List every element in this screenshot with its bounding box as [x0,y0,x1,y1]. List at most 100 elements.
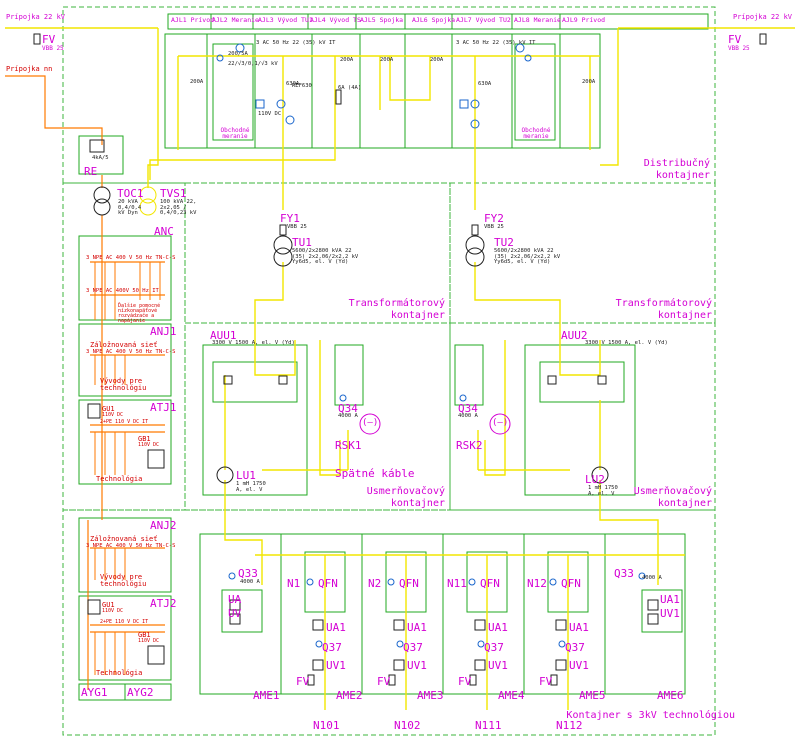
auu2-label: AUU2 [561,329,588,342]
ame1-q33-sub: 4000 A [240,579,260,585]
fy1-label: FY1 [280,212,300,225]
header-cell-5: AJL5 Spojka [360,16,404,24]
ame5-ua1-label: UA1 [569,621,589,634]
ame2-ua1-label: UA1 [326,621,346,634]
atj2-bus: 2+PE 110 V DC IT [100,619,149,625]
atj2-gb-sub: 110V DC [138,638,160,644]
supply-right-label: Prípojka 22 kV [733,13,793,21]
anc-bus2: 3 NPE AC 400V 50 Hz IT [86,288,159,294]
header-cell-6: AJL6 Spojka [412,16,456,24]
label-sw4: 200A [430,57,444,63]
q34-left-label: Q34 [338,402,358,415]
ame5-uv1-label: UV1 [569,659,589,672]
ame3-qfn-label: QFN [399,577,419,590]
atj1-gu: GU1 [102,405,115,413]
fy2-sub: VBB 25 [484,224,504,230]
label-relay: REF630 [292,83,312,89]
zone-rectifier-right: Usmerňovačový kontajner [633,486,712,509]
atj2-gb: GB1 [138,631,151,639]
ame4-qfn-label: QFN [480,577,500,590]
lu2-sub: 1 mH 1750 A, el. V [588,485,618,497]
header-cell-8: AJL8 Meranie [514,16,561,24]
anc-label: ANC [154,225,174,238]
atj1-label: ATJ1 [150,401,177,414]
atj1-gb-sub: 110V DC [138,442,160,448]
return-cables-label: Spätné káble [335,467,415,480]
tu2-label: TU2 [494,236,514,249]
atj1-tech: Technológia [96,475,143,483]
label-sw2: 200A [340,57,354,63]
fy1-sub: VBB 25 [287,224,307,230]
anc-note: Ďalšie pomocné nízkonapäťové rozvádzače … [118,303,161,324]
ame4-fv-label: FV [458,675,472,688]
lu2-label: LU2 [585,473,605,486]
atj2-gu: GU1 [102,601,115,609]
label-dc: 110V DC [258,111,282,117]
header-cell-4: AJL4 Vývod TS [310,16,361,24]
rsk2-label: RSK2 [456,439,483,452]
ame2-label: AME2 [336,689,363,702]
zone-transformer-right: Transformátorový kontajner [615,298,712,321]
fv-right-label: FV [728,33,742,46]
header-cell-7: AJL7 Vývod TU2 [456,16,511,24]
bus-label-2: 3 AC 50 Hz 22 (35) kV IT [456,40,536,46]
rsk1-symbol: (—) [362,418,379,428]
anj1-label: ANJ1 [150,325,177,338]
ame6-uv1-label: UV1 [660,607,680,620]
ame5-q37-label: Q37 [565,641,585,654]
label-sw3: 200A [380,57,394,63]
frame-aux-left [62,182,186,511]
ame4-output: N111 [475,719,502,732]
ame3-output: N102 [394,719,421,732]
label-sw5: 200A [582,79,596,85]
header-cell-9: AJL9 Prívod [562,16,606,24]
tu1-label: TU1 [292,236,312,249]
frame-distribution [62,6,716,184]
ame6-q33-sub: 4000 A [642,575,662,581]
ame3-q37-label: Q37 [403,641,423,654]
meter-label-right: Obchodné meranie [521,127,551,140]
ame3-fv-label: FV [377,675,391,688]
ame5-n-label: N12 [527,577,547,590]
nn-supply-label: Prípojka nn [6,65,53,73]
ame5-output: N112 [556,719,583,732]
tu2-sub: 5600/2x2800 kVA 22 (35) 2x2,06/2x2,2 kV … [494,248,561,265]
label-sw1: 200A [190,79,204,85]
aux-feeder-ticks [94,262,161,675]
toc1-sub: 20 kVA 0,4/0,4 kV Dyn [118,199,142,216]
ame2-n-label: N1 [287,577,301,590]
ame5-fv-label: FV [539,675,553,688]
ame1-uv-label: UV [228,607,242,620]
frame-rectifier-right [449,322,716,511]
atj1-gb: GB1 [138,435,151,443]
anj2-bus: 3 NPE AC 400 V 50 Hz TN-C-S [86,543,176,549]
ayg1-label: AYG1 [81,686,108,699]
ame1-q33-label: Q33 [238,567,258,580]
fv-right-sub: VBB 25 [728,45,750,52]
supply-left-label: Prípojka 22 kV [6,13,66,21]
tu1-sub: 5600/2x2800 kVA 22 (35) 2x2,06/2x2,2 kV … [292,248,359,265]
q34-right-label: Q34 [458,402,478,415]
header-cell-2: AJL2 Meranie [212,16,259,24]
ame2-qfn-label: QFN [318,577,338,590]
lu1-label: LU1 [236,469,256,482]
anj2-reserve: Záložnovaná sieť [90,535,158,543]
frame-technology [62,509,716,736]
auu1-label: AUU1 [210,329,237,342]
ame6-label: AME6 [657,689,684,702]
control-components [216,43,646,648]
ame1-ua-label: UA [228,593,242,606]
header-cell-3: AJL3 Vývod TU1 [258,16,313,24]
atj1-gu-sub: 110V DC [102,412,124,418]
atj2-label: ATJ2 [150,597,177,610]
symbols [33,33,767,686]
anj1-bus: 3 NPE AC 400 V 50 Hz TN-C-S [86,349,176,355]
power-lines [5,27,795,710]
label-sw8: 6A (4A) [338,85,362,91]
rsk1-label: RSK1 [335,439,362,452]
zone-rectifier-left: Usmerňovačový kontajner [366,486,445,509]
anc-bus: 3 NPE AC 400 V 50 Hz TN-C-S [86,255,176,261]
ame2-fv-label: FV [296,675,310,688]
